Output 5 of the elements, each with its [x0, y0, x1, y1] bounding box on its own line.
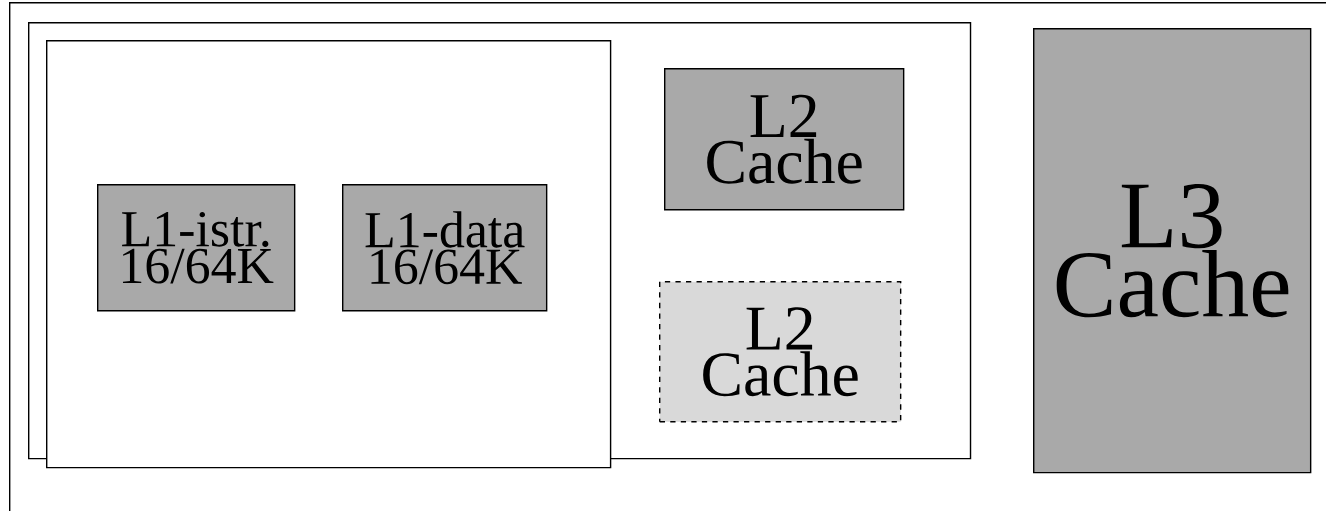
cache-box: L1-data 16/64K — [342, 184, 548, 312]
cache-box: L1-istr. 16/64K — [97, 184, 296, 312]
cache-box: L3 Cache — [1033, 28, 1312, 474]
cache-box: L2 Cache — [659, 281, 902, 423]
cache-box: L2 Cache — [664, 68, 905, 211]
